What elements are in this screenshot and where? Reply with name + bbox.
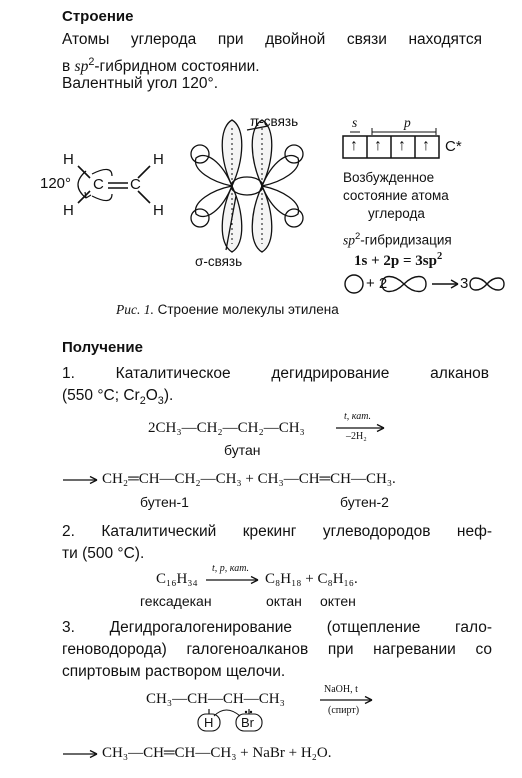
reaction-2-name-3: октен <box>320 593 356 609</box>
orbital-overlap-drawing <box>190 119 304 253</box>
electron-cells <box>342 128 440 159</box>
reaction-2-name-2: октан <box>266 593 302 609</box>
item-2-line-1: 2. Каталитический крекинг углеводородов … <box>62 523 492 540</box>
heading-structure: Строение <box>62 8 134 25</box>
ethylene-bonds-drawing <box>77 165 151 204</box>
hybridization-label: sp2-гибридизация <box>343 231 452 248</box>
excited-label-line-1: Возбужденное <box>343 170 435 185</box>
excited-label-line-3: углерода <box>368 206 425 221</box>
heading-preparation: Получение <box>62 339 143 356</box>
atom-h-1: H <box>63 151 74 168</box>
excited-label-line-2: состояние атома <box>343 188 449 203</box>
paragraph-line-3: Валентный угол 120°. <box>62 75 219 92</box>
reaction-3-product: CH₃—CH═CH—CH₃ + NaBr + H₂O. <box>102 745 332 761</box>
item-1-line-1: 1. Каталитическое дегидрирование алканов <box>62 365 489 382</box>
atom-c-2: C <box>130 176 141 193</box>
atom-h-2: H <box>63 202 74 219</box>
reaction-2-condition-top: t, p, кат. <box>212 563 250 574</box>
pi-bond-label: π-связь <box>250 114 299 129</box>
orbital-three: 3 <box>460 275 469 292</box>
orbital-p-label: p <box>404 115 411 130</box>
orbital-symbols-row <box>344 274 505 294</box>
reaction-3-reactant: CH₃—CH—CH—CH₃ <box>146 691 285 707</box>
atom-h-4: H <box>153 202 164 219</box>
atom-c-1: C <box>93 176 104 193</box>
electron-arrow-4: ↑ <box>422 137 430 154</box>
reaction-3-condition-bottom: (спирт) <box>328 705 360 716</box>
angle-label: 120° <box>40 175 72 192</box>
sigma-bond-label: σ-связь <box>195 254 243 269</box>
reaction-1-product: CH₂═CH—CH₂—CH₃ + CH₃—CH═CH—CH₃. <box>102 471 396 487</box>
reaction-1-condition-bottom: –2H₂ <box>346 431 367 442</box>
item-1-line-2: (550 °С; Cr2O3). <box>62 387 174 408</box>
hybridization-formula: 1s + 2p = 3sp2 <box>354 251 443 269</box>
reaction-1-product-name-1: бутен-1 <box>140 494 189 510</box>
item-2-line-2: ти (500 °С). <box>62 545 145 562</box>
electron-arrow-1: ↑ <box>350 137 358 154</box>
electron-arrow-3: ↑ <box>398 137 406 154</box>
orbital-plus-two: + 2 <box>366 275 388 292</box>
reaction-2-product: C₈H₁₈ + C₈H₁₆. <box>265 571 358 587</box>
reaction-1-product-name-2: бутен-2 <box>340 494 389 510</box>
paragraph-line-1: Атомы углерода при двойной связи находят… <box>62 31 482 48</box>
reaction-1-reactant-name: бутан <box>224 442 261 458</box>
item-3-line-2: геноводорода) галогеноалканов при нагрев… <box>62 641 492 658</box>
reaction-1-condition-top: t, кат. <box>344 411 372 422</box>
reaction-2-reactant: C₁₆H₃₄ <box>156 571 198 587</box>
reaction-2-name-1: гексадекан <box>140 593 212 609</box>
atom-h-3: H <box>153 151 164 168</box>
item-3-line-1: 3. Дегидрогалогенирование (отщепление га… <box>62 619 492 636</box>
figure-caption: Рис. 1. Строение молекулы этилена <box>116 302 339 317</box>
reaction-1-reactant: 2CH₃—CH₂—CH₂—CH₃ <box>148 420 305 436</box>
electron-arrow-2: ↑ <box>374 137 382 154</box>
reaction-3-bromine: Br <box>241 715 254 730</box>
reaction-3-condition-top: NaOH, t <box>324 684 358 695</box>
reaction-3-hydrogen: H <box>204 715 214 730</box>
orbital-s-label: s <box>352 115 358 130</box>
carbon-excited-symbol: C* <box>445 138 462 155</box>
paragraph-line-2: в sp2-гибридном состоянии. <box>62 56 260 76</box>
item-3-line-3: спиртовым раствором щелочи. <box>62 663 286 680</box>
